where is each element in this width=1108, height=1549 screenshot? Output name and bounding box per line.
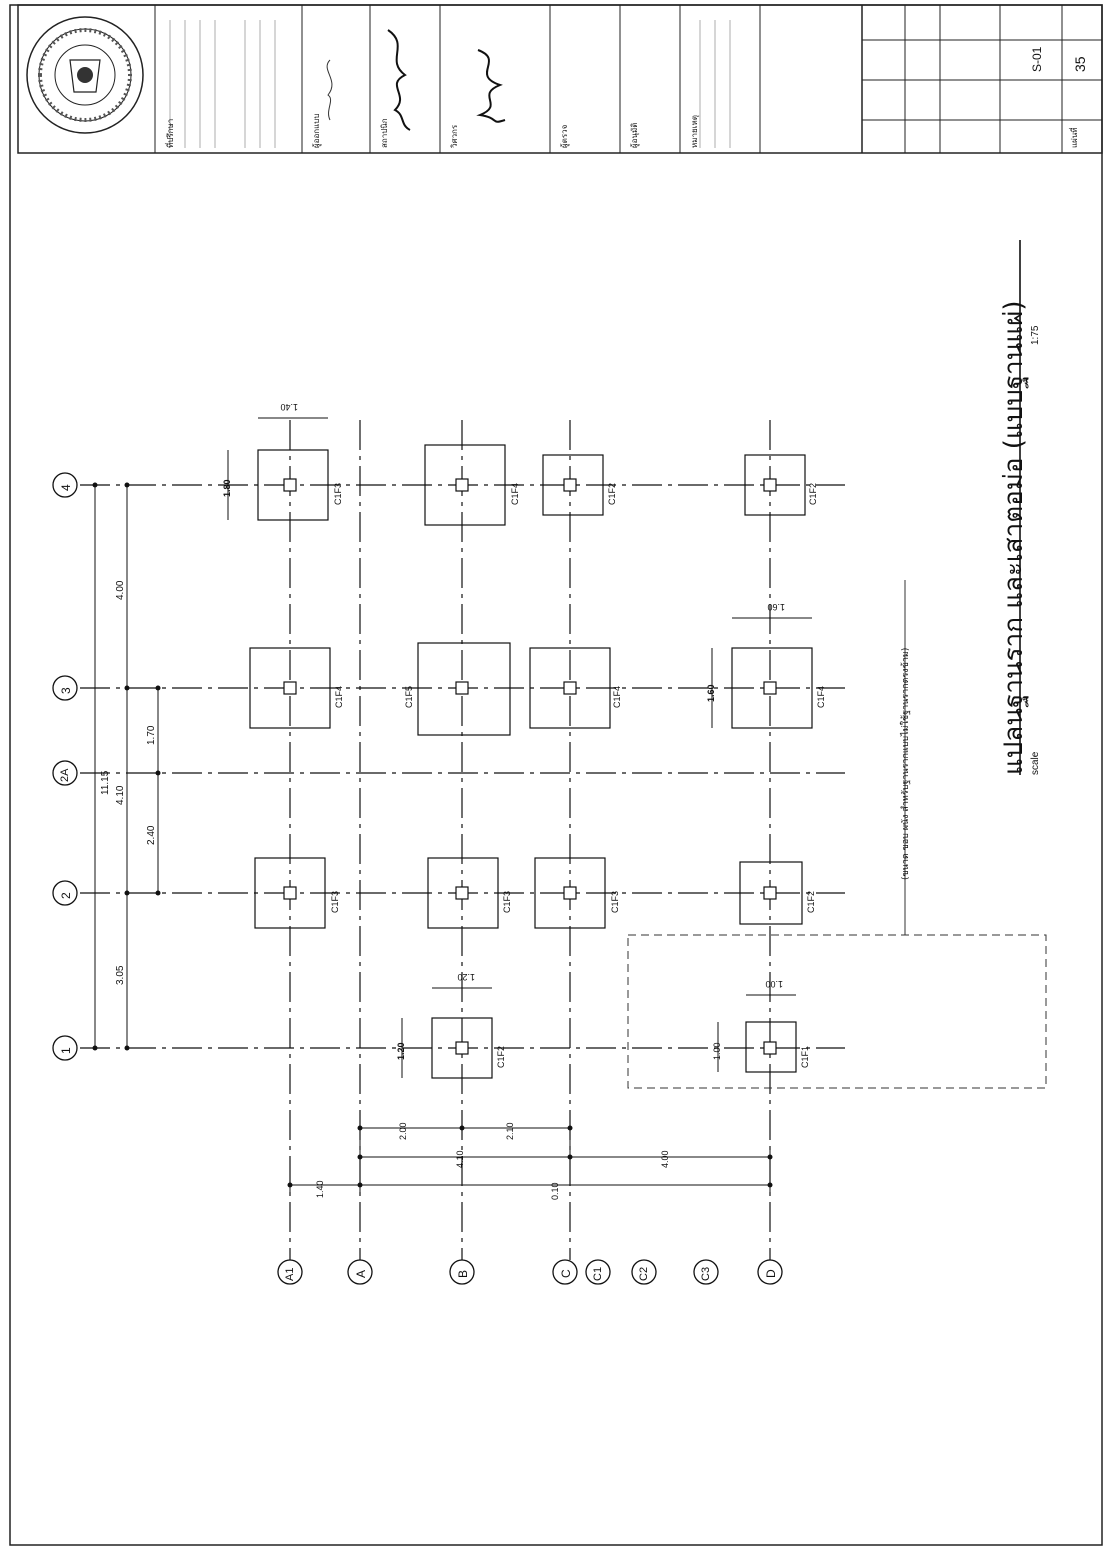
footing-label: C1F3: [502, 890, 512, 913]
footing-dim: 1.80: [222, 479, 232, 497]
title-block: [17, 4, 1103, 154]
footing-dim: 1.00: [765, 979, 783, 989]
detail-box: [627, 934, 1047, 1089]
signature-mark-2: [387, 29, 411, 131]
title-block-designer: ผู้ออกแบบ: [312, 113, 321, 148]
title-block-engineer: วิศวกร: [450, 124, 459, 148]
dim-top-2-2A: 2.40: [146, 825, 157, 845]
sheet-total: 35: [1072, 56, 1088, 72]
sheet-code: S-01: [1030, 46, 1044, 72]
dim-left-C-D: 4.00: [660, 1150, 670, 1168]
dim-top-overall: 11.15: [100, 770, 111, 795]
footing-dim: 1.60: [706, 684, 716, 702]
footing-label: C1F4: [510, 482, 520, 505]
grid-label-C: C: [559, 1269, 573, 1278]
footing-dim: 1.00: [712, 1042, 722, 1060]
grid-label-2A: 2A: [59, 768, 71, 782]
dim-top-3-4: 4.00: [115, 580, 126, 600]
footing-label: C1F5: [404, 685, 414, 708]
footing-label: C1F4: [816, 685, 826, 708]
sheet-border: [9, 4, 1103, 1546]
drawing-title: แปลนฐานราก และเสาตอม่อ (แบบฐานแผ่): [999, 300, 1029, 775]
grid-label-A: A: [354, 1269, 368, 1278]
footing-label: C1F4: [334, 685, 344, 708]
footing-label: C1F4: [612, 685, 622, 708]
grid-label-2: 2: [59, 892, 73, 899]
title-block-architect: สถาปนิก: [380, 118, 389, 148]
dim-left-A-C: 4.10: [455, 1150, 465, 1168]
scale-value: 1:75: [1030, 325, 1041, 345]
grid-label-3: 3: [59, 687, 73, 694]
title-block-checker: ผู้ตรวจ: [560, 124, 569, 148]
grid-label-B: B: [456, 1269, 470, 1278]
footing-dim: 1.20: [457, 972, 475, 982]
footing-label: C1F2: [808, 482, 818, 505]
title-block-approver: ผู้อนุมัติ: [630, 122, 639, 148]
dim-top-2-3: 4.10: [115, 785, 126, 805]
title-block-remarks: หมายเหตุ: [690, 115, 699, 148]
dim-top-1-2: 3.05: [115, 965, 126, 985]
grid-label-1: 1: [59, 1047, 73, 1054]
footing-label: C1F2: [806, 890, 816, 913]
grid-label-D: D: [764, 1269, 778, 1278]
grid-label-A1: A1: [284, 1267, 296, 1281]
dim-top-2A-3: 1.70: [146, 725, 157, 745]
grid-bubbles: [52, 472, 783, 1285]
signature-mark-3: [476, 49, 506, 123]
dim-left-B-C: 2.10: [505, 1122, 515, 1140]
footing-dim: 1.20: [396, 1042, 406, 1060]
grid-label-C1: C1: [592, 1266, 604, 1281]
dim-left-A-B: 2.00: [398, 1122, 408, 1140]
footing-dim: 1.40: [280, 402, 298, 412]
title-block-sheet-label: แผ่นที่: [1070, 127, 1079, 148]
footing-label: C1F1: [800, 1045, 810, 1068]
footing-dims: [227, 417, 812, 1078]
footing-dim: 1.60: [767, 602, 785, 612]
footing-label: C1F2: [607, 482, 617, 505]
scale-label: scale: [1030, 751, 1041, 775]
title-block-consultant: ที่ปรึกษา: [166, 118, 175, 148]
footing-label: C1F2: [496, 1045, 506, 1068]
footing-label: C1F3: [610, 890, 620, 913]
grid-label-C2: C2: [638, 1266, 650, 1281]
dimension-lines: [92, 482, 773, 1195]
column-stubs: [283, 478, 777, 1055]
footing-label: C1F3: [330, 890, 340, 913]
footing-squares: [249, 444, 813, 1079]
footing-label: C1F3: [333, 482, 343, 505]
university-seal-logo: [26, 16, 144, 134]
dim-left-A1-A: 1.40: [315, 1180, 325, 1198]
signature-mark-1: [326, 59, 333, 121]
grid-label-4: 4: [59, 484, 73, 491]
grid-label-C3: C3: [700, 1266, 712, 1281]
dim-left-C-C1: 0.10: [550, 1182, 560, 1200]
drawing-note: (ขนาด ขอบ ผนัง สำหรับฐานรากแบบไม่ใช้ฐานร…: [901, 647, 911, 880]
